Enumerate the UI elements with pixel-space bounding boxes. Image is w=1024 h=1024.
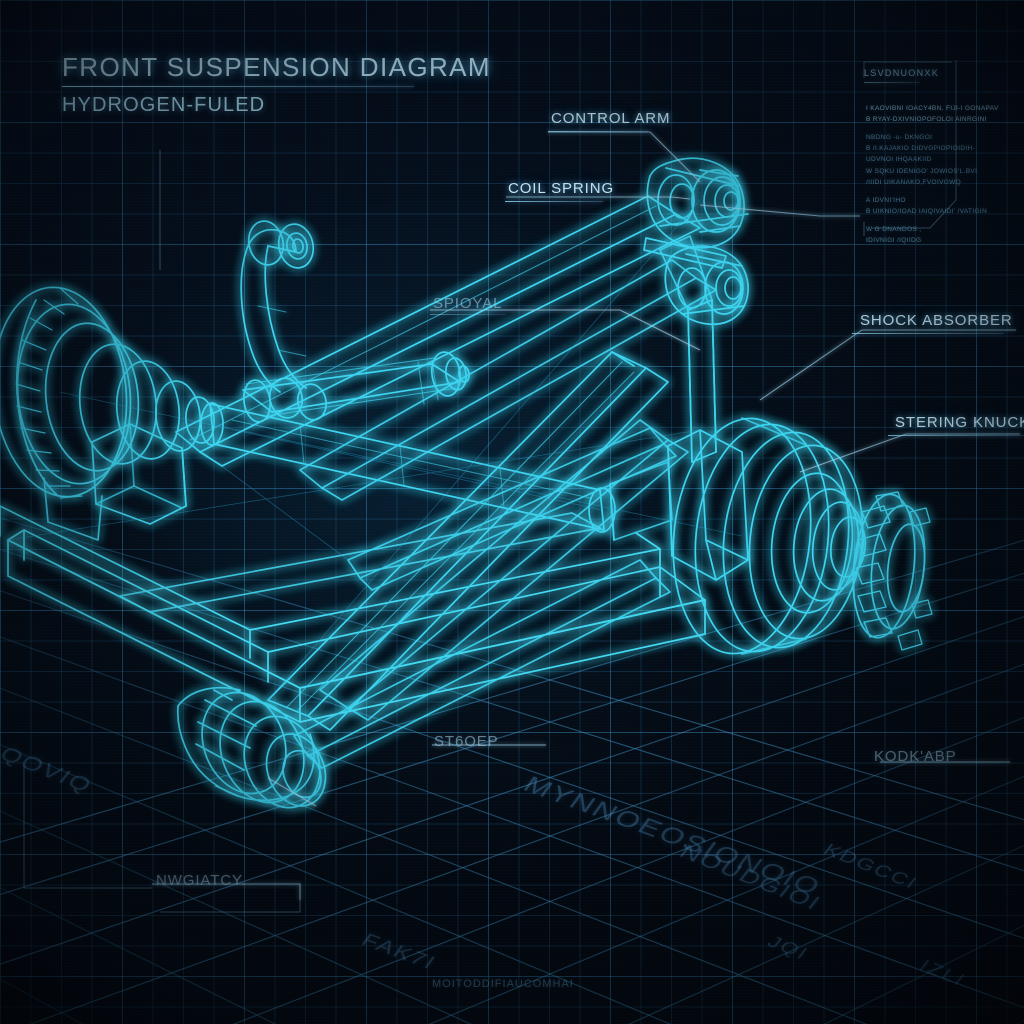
info-panel-line-1: B RYAY-DXIVNIOPOFOLOI AINRGINI <box>866 116 987 123</box>
callout-control-arm[interactable]: CONTROL ARM <box>551 110 671 127</box>
info-panel-line-7: A IDVNI'IHO <box>866 197 906 204</box>
corner-brackets <box>23 60 957 913</box>
footer-caption: MOITODDIFIAUCOMHAI <box>432 978 574 990</box>
page-title: FRONT SUSPENSION DIAGRAM <box>62 52 491 82</box>
callout-control-arm-underline <box>548 131 648 132</box>
callout-nwgiatcy[interactable]: NWGIATCY. <box>156 872 247 889</box>
info-panel-heading: LSVDNUONXK <box>864 68 940 78</box>
callout-kodkabp[interactable]: KODK'ABP <box>874 748 957 765</box>
leader-spioyal <box>430 309 701 351</box>
info-panel-line-10: IDIVNIGI /IQIIDG <box>866 237 922 244</box>
callout-spioyal-underline <box>430 314 506 315</box>
info-panel-line-5: W SQKU IDENIGO' JOWIOS'L.BVI <box>866 168 978 175</box>
callout-coil-spring[interactable]: COIL SPRING <box>508 180 615 197</box>
info-panel[interactable]: LSVDNUONXK I KAOVIBNI IOACY4BN, FIJI-I G… <box>862 62 998 244</box>
leader-shock-absorber <box>759 329 1016 401</box>
info-panel-line-4: UDVNOI IHQAAKIID <box>866 156 932 163</box>
leader-info-panel <box>699 204 860 217</box>
callout-shock-absorber[interactable]: SHOCK ABSORBER <box>860 312 1013 329</box>
page-subtitle: HYDROGEN-FULED <box>62 94 266 116</box>
callout-spioyal[interactable]: SPIOYAL <box>433 295 503 312</box>
callout-coil-spring-underline <box>505 201 603 202</box>
title-rule <box>62 86 414 87</box>
leader-control-arm <box>548 131 701 183</box>
callout-shock-absorber-underline <box>852 333 1004 334</box>
info-panel-line-0: I KAOVIBNI IOACY4BN, FIJI-I GONAPAV <box>866 105 999 112</box>
info-panel-rule <box>864 82 920 83</box>
callout-stering-knuckle[interactable]: STERING KNUCKLE <box>895 414 1024 431</box>
info-panel-line-9: W G DNANDOS , <box>866 226 922 233</box>
leader-bushing <box>267 777 317 807</box>
info-panel-line-8: B UIKNIO/IOAD IAIQIVAIDI' /VATIGIN <box>866 208 988 215</box>
callout-stering-knuckle-underline <box>888 435 1024 436</box>
callout-st6oep[interactable]: ST6OEP <box>434 733 499 750</box>
leader-coil-spring <box>506 196 691 200</box>
info-panel-line-6: /IIIDI UIKANAKO,FVOIVGWQ <box>866 179 962 186</box>
info-panel-line-2: NBDNG -u- DKNGOI <box>866 134 933 141</box>
leader-stering-knuckle <box>799 433 1020 473</box>
info-panel-line-3: B /I.KAJAKIO DIDVGPIOPIOIDIH- <box>866 145 976 152</box>
